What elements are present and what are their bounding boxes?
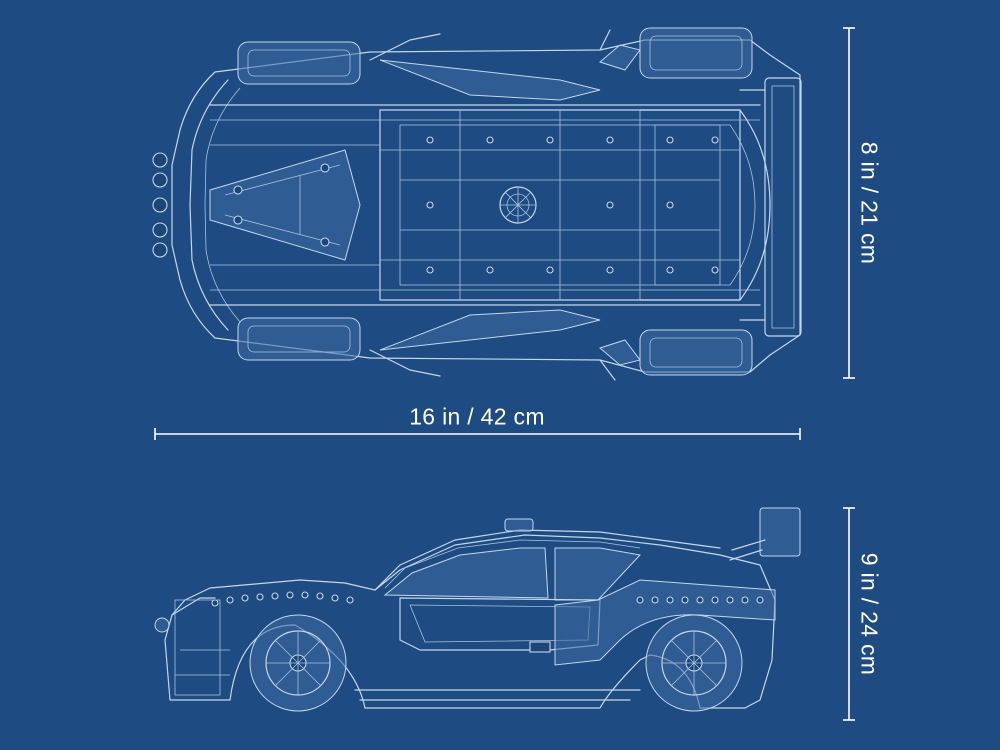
height-label: 9 in / 24 cm	[856, 552, 883, 676]
length-label: 16 in / 42 cm	[409, 403, 545, 430]
width-label: 8 in / 21 cm	[856, 141, 883, 265]
